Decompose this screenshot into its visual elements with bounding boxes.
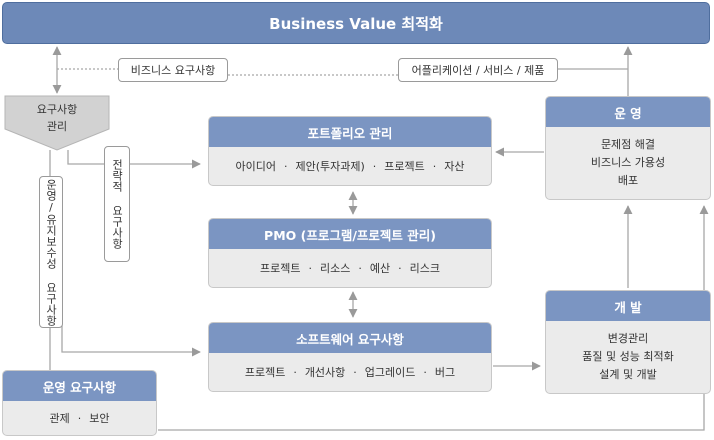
operation-box: 운 영 문제점 해결 비즈니스 가용성 배포 — [545, 96, 711, 200]
strategic-req-label: 전략적 요구사항 — [104, 146, 130, 262]
operation-item: 배포 — [617, 174, 639, 187]
pmo-items: 프로젝트· 리소스· 예산· 리스크 — [260, 261, 440, 276]
ops-req-item: 관제 — [49, 412, 70, 425]
business-value-title: Business Value 최적화 — [269, 14, 443, 33]
portfolio-items: 아이디어· 제안(투자과제)· 프로젝트· 자산 — [235, 159, 465, 174]
strategic-req-text: 전략적 요구사항 — [110, 159, 124, 249]
development-items: 변경관리 품질 및 성능 최적화 설계 및 개발 — [546, 321, 710, 393]
software-item: 업그레이드 — [364, 366, 416, 379]
software-req-box: 소프트웨어 요구사항 프로젝트· 개선사항· 업그레이드· 버그 — [208, 322, 492, 392]
operation-title: 운 영 — [546, 97, 710, 127]
development-box: 개 발 변경관리 품질 및 성능 최적화 설계 및 개발 — [545, 290, 711, 394]
req-mgmt-label: 요구사항 관리 — [4, 101, 110, 135]
ops-req-title: 운영 요구사항 — [3, 371, 156, 401]
software-item: 개선사항 — [304, 366, 346, 379]
pmo-title: PMO (프로그램/프로젝트 관리) — [209, 219, 491, 249]
software-item: 프로젝트 — [244, 366, 286, 379]
pmo-item: 리소스 — [319, 262, 351, 275]
business-value-bar: Business Value 최적화 — [2, 2, 710, 44]
maintenance-req-text: 운영/유지보수성 요구사항 — [44, 178, 58, 326]
development-title: 개 발 — [546, 291, 710, 321]
pmo-item: 프로젝트 — [260, 262, 301, 275]
portfolio-item: 아이디어 — [235, 160, 276, 173]
portfolio-box: 포트폴리오 관리 아이디어· 제안(투자과제)· 프로젝트· 자산 — [208, 116, 492, 186]
portfolio-item: 프로젝트 — [384, 160, 425, 173]
software-req-title: 소프트웨어 요구사항 — [209, 323, 491, 353]
ops-req-box: 운영 요구사항 관제· 보안 — [2, 370, 157, 436]
ops-req-items: 관제· 보안 — [49, 411, 110, 426]
req-mgmt-shape — [4, 95, 110, 151]
ops-req-item: 보안 — [89, 412, 110, 425]
development-item: 변경관리 — [607, 332, 649, 345]
pmo-item: 예산 — [369, 262, 391, 275]
maintenance-req-label: 운영/유지보수성 요구사항 — [39, 176, 63, 328]
pmo-item: 리스크 — [409, 262, 440, 275]
app-service-label: 어플리케이션 / 서비스 / 제품 — [398, 58, 558, 82]
portfolio-item: 자산 — [444, 160, 465, 173]
app-service-text: 어플리케이션 / 서비스 / 제품 — [411, 64, 545, 77]
operation-item: 비즈니스 가용성 — [590, 156, 666, 169]
portfolio-title: 포트폴리오 관리 — [209, 117, 491, 147]
software-item: 버그 — [434, 366, 456, 379]
arrow-req-software — [61, 300, 201, 357]
biz-requirements-label: 비즈니스 요구사항 — [118, 58, 228, 82]
biz-requirements-text: 비즈니스 요구사항 — [130, 64, 216, 77]
arrow-opsreq-op — [158, 205, 709, 431]
req-mgmt-line1: 요구사항 — [36, 103, 78, 116]
arrow-req-portfolio — [67, 150, 201, 169]
development-item: 설계 및 개발 — [599, 368, 657, 381]
pmo-box: PMO (프로그램/프로젝트 관리) 프로젝트· 리소스· 예산· 리스크 — [208, 218, 492, 288]
software-req-items: 프로젝트· 개선사항· 업그레이드· 버그 — [244, 365, 456, 380]
development-item: 품질 및 성능 최적화 — [582, 350, 674, 363]
portfolio-item: 제안(투자과제) — [295, 160, 365, 173]
operation-item: 문제점 해결 — [600, 138, 656, 151]
operation-items: 문제점 해결 비즈니스 가용성 배포 — [546, 127, 710, 199]
req-mgmt-line2: 관리 — [46, 120, 68, 133]
